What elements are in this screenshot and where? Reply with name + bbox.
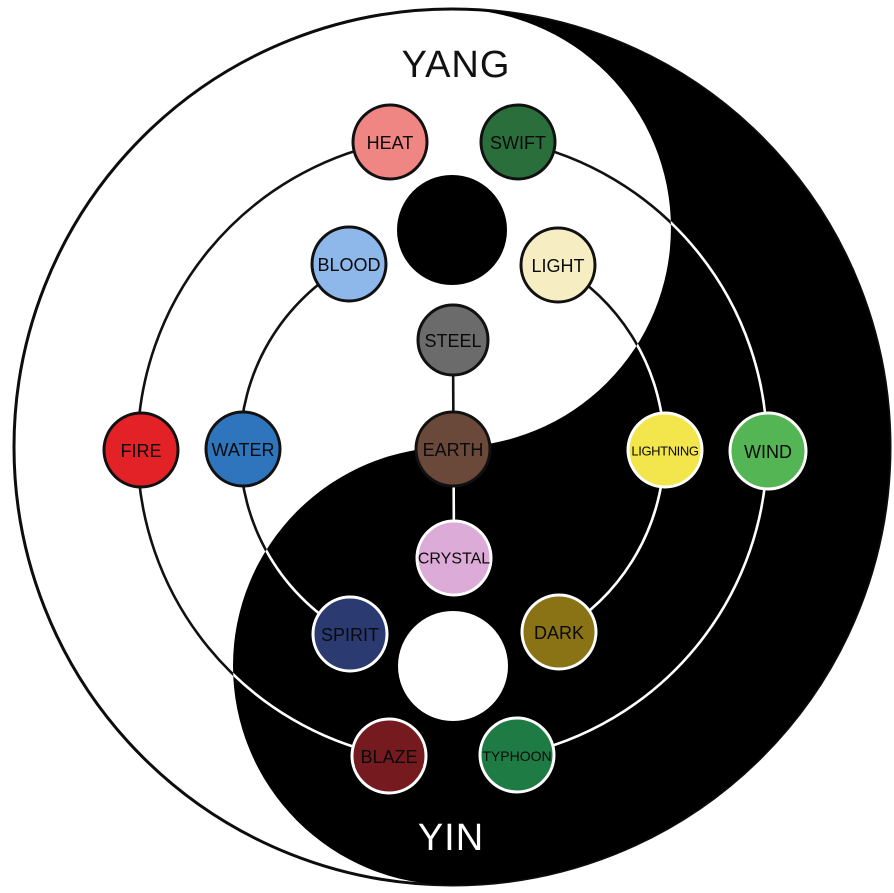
- node-dark: DARK: [520, 593, 598, 671]
- node-steel: STEEL: [416, 303, 490, 377]
- node-water: WATER: [204, 410, 282, 488]
- earth-label: EARTH: [423, 440, 484, 460]
- swift-circle: [479, 103, 557, 181]
- node-swift: SWIFT: [479, 103, 557, 181]
- water-label: WATER: [212, 440, 275, 460]
- node-earth: EARTH: [414, 410, 492, 488]
- wind-circle: [728, 411, 808, 491]
- yin-title: YIN: [418, 817, 484, 859]
- crystal-label: CRYSTAL: [418, 551, 490, 568]
- node-typhoon: TYPHOON: [478, 716, 556, 794]
- yin-region: [233, 9, 890, 885]
- blaze-circle: [350, 717, 428, 795]
- node-crystal: CRYSTAL: [415, 519, 493, 597]
- typhoon-circle: [478, 716, 556, 794]
- dark-circle: [520, 593, 598, 671]
- spirit-label: SPIRIT: [321, 625, 379, 645]
- node-blaze: BLAZE: [350, 717, 428, 795]
- typhoon-label: TYPHOON: [482, 748, 551, 764]
- fire-circle: [102, 411, 180, 489]
- wind-label: WIND: [744, 442, 792, 462]
- dark-label: DARK: [534, 623, 584, 643]
- lightning-label: LIGHTNING: [631, 444, 698, 459]
- yang-title: YANG: [402, 44, 511, 86]
- node-heat: HEAT: [351, 103, 429, 181]
- steel-label: STEEL: [424, 331, 481, 351]
- heat-circle: [351, 103, 429, 181]
- node-fire: FIRE: [102, 411, 180, 489]
- node-lightning: LIGHTNING: [626, 411, 704, 489]
- node-spirit: SPIRIT: [311, 595, 389, 673]
- light-label: LIGHT: [531, 256, 584, 276]
- water-circle: [204, 410, 282, 488]
- white-dot: [398, 611, 508, 721]
- blaze-label: BLAZE: [360, 747, 417, 767]
- black-dot: [397, 175, 507, 285]
- light-circle: [519, 226, 597, 304]
- spirit-circle: [311, 595, 389, 673]
- swift-label: SWIFT: [490, 133, 546, 153]
- heat-label: HEAT: [367, 133, 414, 153]
- lightning-circle: [626, 411, 704, 489]
- crystal-circle: [415, 519, 493, 597]
- blood-label: BLOOD: [317, 255, 380, 275]
- steel-circle: [416, 303, 490, 377]
- blood-circle: [310, 225, 388, 303]
- earth-circle: [414, 410, 492, 488]
- node-wind: WIND: [728, 411, 808, 491]
- node-blood: BLOOD: [310, 225, 388, 303]
- fire-label: FIRE: [120, 441, 161, 461]
- node-light: LIGHT: [519, 226, 597, 304]
